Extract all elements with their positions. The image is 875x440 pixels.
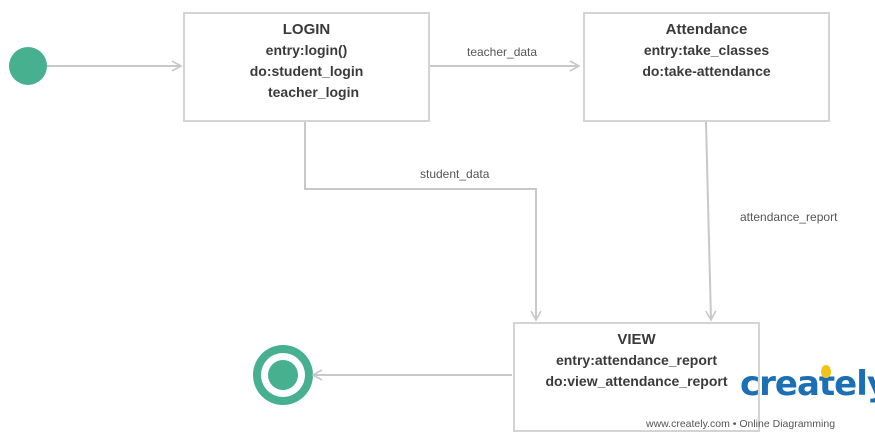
state-attendance-title: Attendance (665, 21, 748, 38)
lightbulb-icon (821, 365, 831, 378)
state-view-entry: entry:attendance_report (555, 352, 718, 368)
edge-login-to-view[interactable] (304, 122, 542, 322)
edge-label-student-data: student_data (420, 167, 490, 181)
edge-attendance-to-view[interactable] (705, 121, 717, 322)
state-view-title: VIEW (617, 331, 656, 348)
state-login-entry: entry:login() (265, 42, 348, 58)
state-login[interactable]: LOGIN entry:login() do:student_login tea… (183, 12, 430, 122)
state-attendance-do: do:take-attendance (642, 63, 771, 79)
state-login-teacher: teacher_login (267, 84, 360, 100)
initial-state-node[interactable] (9, 47, 47, 85)
state-view[interactable]: VIEW entry:attendance_report do:view_att… (513, 322, 760, 432)
creately-logo-text: creately (740, 364, 875, 404)
state-attendance-entry: entry:take_classes (643, 42, 770, 58)
state-view-do: do:view_attendance_report (545, 373, 728, 389)
creately-tagline: www.creately.com • Online Diagramming (646, 418, 836, 430)
creately-logo: creately (740, 364, 875, 404)
final-state-node[interactable] (253, 345, 313, 405)
state-login-do: do:student_login (249, 63, 364, 79)
state-login-title: LOGIN (282, 21, 331, 38)
edge-label-attendance-report: attendance_report (740, 210, 838, 224)
state-attendance[interactable]: Attendance entry:take_classes do:take-at… (583, 12, 830, 122)
edge-label-teacher-data: teacher_data (467, 45, 538, 59)
